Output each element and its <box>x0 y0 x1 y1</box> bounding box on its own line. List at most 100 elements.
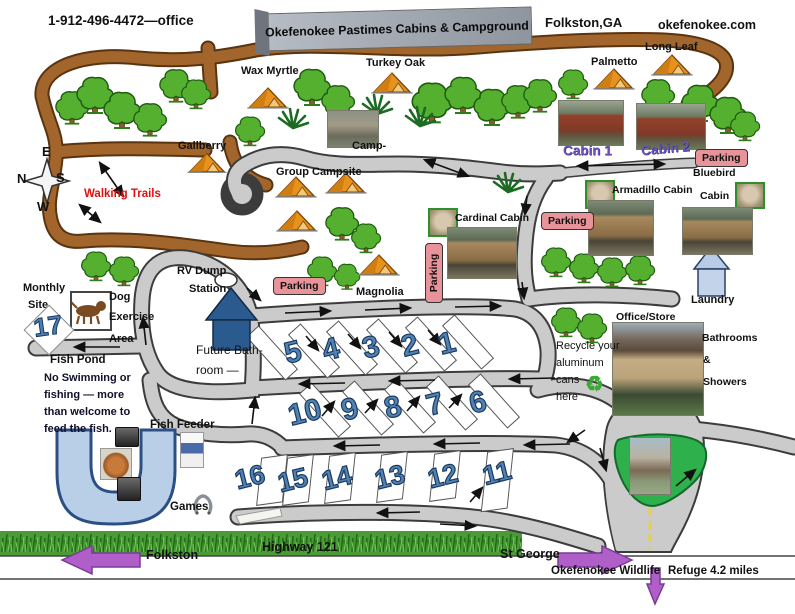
label-games: Games <box>170 501 209 513</box>
horseshoe-icon <box>193 494 213 515</box>
compass-north: N <box>17 171 27 186</box>
label-st-george-direction: St George <box>500 547 560 561</box>
fountain-photo <box>629 437 671 495</box>
tree-icon <box>350 223 382 254</box>
compass-south: S <box>56 170 65 185</box>
label-laundry: Laundry <box>691 294 735 306</box>
fish-pond-shape <box>55 428 177 526</box>
bluebird-cabin-photo <box>682 207 753 255</box>
st-george-direction-arrow <box>557 544 634 576</box>
folkston-direction-arrow <box>60 544 141 576</box>
cabin-2-photo <box>636 103 706 150</box>
no-swimming-line-4: feed the fish. <box>44 423 112 435</box>
fish-feeder-photo <box>115 427 139 447</box>
label-site: Site <box>28 299 49 311</box>
label-wax-myrtle: Wax Myrtle <box>241 65 299 77</box>
label-group-campsite: Group Campsite <box>276 166 362 178</box>
parking-badge-cabins: Parking <box>695 149 748 167</box>
tent-icon <box>592 68 636 90</box>
compass-east: E <box>42 144 51 159</box>
fish-feeder-sign-photo <box>180 432 204 468</box>
label-armadillo-cabin: Armadillo Cabin <box>612 184 693 196</box>
tree-icon <box>180 79 212 110</box>
fish-feeder-photo <box>117 477 141 501</box>
no-swimming-line-1: No Swimming or <box>44 372 131 384</box>
site-number-17: 17 <box>31 309 65 344</box>
label-rv-dump: RV Dump <box>177 265 227 277</box>
title-banner: Okefenokee Pastimes Cabins & Campground <box>261 6 533 52</box>
compass-rose-icon <box>22 156 72 206</box>
no-swimming-line-2: fishing — more <box>44 389 125 401</box>
label-cardinal-cabin: Cardinal Cabin <box>455 212 530 224</box>
bluebird-photo <box>735 182 765 209</box>
tent-icon <box>370 72 414 94</box>
tree-icon <box>568 253 600 284</box>
label-bluebird: Bluebird <box>693 167 736 179</box>
tent-icon <box>274 176 318 198</box>
cabin-1-photo <box>558 100 624 146</box>
label-future-bathroom-1: Future Bath- <box>196 343 263 357</box>
walking-trail <box>34 31 735 261</box>
tree-icon <box>729 111 761 142</box>
fish-food-photo <box>100 448 132 480</box>
label-exercise: Exercise <box>109 311 155 323</box>
tent-icon <box>650 54 694 76</box>
label-area: Area <box>109 333 134 345</box>
tent-icon <box>275 210 319 232</box>
city-label: Folkston,GA <box>545 15 623 30</box>
tent-icon <box>357 254 401 276</box>
label-showers: Showers <box>703 376 747 388</box>
parking-badge-armadillo: Parking <box>541 212 594 230</box>
dog-exercise-frame <box>70 291 112 331</box>
recycle-line-2: aluminum <box>556 357 604 369</box>
website-label: okefenokee.com <box>658 18 756 32</box>
armadillo-cabin-photo <box>588 200 654 256</box>
label-bathrooms: Bathrooms <box>702 332 758 344</box>
tree-icon <box>80 251 112 282</box>
label-turkey-oak: Turkey Oak <box>366 57 426 69</box>
tent-icon <box>246 87 290 109</box>
label-wildlife-refuge-1: Okefenokee Wildlife <box>551 565 661 577</box>
label-camp: Camp- <box>352 140 387 152</box>
label-cabin-1: Cabin 1 <box>563 143 612 158</box>
recycle-line-3: cans <box>556 374 580 386</box>
dog-icon <box>70 301 106 325</box>
label-long-leaf: Long Leaf <box>645 41 698 53</box>
recycle-icon: ♻ <box>585 373 604 396</box>
parking-badge-magnolia: Parking <box>273 277 326 295</box>
rv-dump-spot <box>214 272 238 288</box>
label-bluebird-cabin: Cabin <box>700 190 730 202</box>
label-folkston-direction: Folkston <box>146 548 199 562</box>
tree-icon <box>557 69 589 100</box>
cardinal-cabin-photo <box>447 227 517 279</box>
label-highway-121: Highway 121 <box>262 540 338 554</box>
tree-icon <box>624 255 656 286</box>
label-walking-trails: Walking Trails <box>84 188 161 200</box>
label-palmetto: Palmetto <box>591 56 638 68</box>
refuge-direction-arrow <box>645 567 666 606</box>
label-rv-station: Station <box>189 283 227 295</box>
label-magnolia: Magnolia <box>356 286 404 298</box>
label-ampersand: & <box>703 354 711 366</box>
parking-badge-cardinal: Parking <box>425 243 443 303</box>
label-future-bathroom-2: room — <box>196 363 239 377</box>
page-title: Okefenokee Pastimes Cabins & Campground <box>264 18 530 40</box>
label-office-store: Office/Store <box>616 311 676 323</box>
tree-icon <box>550 307 582 338</box>
recycle-line-4: here <box>556 391 579 403</box>
tree-icon <box>132 102 168 137</box>
traffic-arrows <box>72 158 697 531</box>
label-wildlife-refuge-2: Refuge 4.2 miles <box>668 565 759 577</box>
label-fish-pond: Fish Pond <box>50 354 106 366</box>
camp-photo <box>327 110 379 148</box>
laundry-icon <box>692 245 731 297</box>
office-store-photo <box>612 322 704 416</box>
palmetto-icon <box>277 107 310 130</box>
tree-icon <box>576 313 608 344</box>
future-bathroom-icon <box>204 286 259 351</box>
label-fish-feeder: Fish Feeder <box>150 419 215 431</box>
recycle-line-1: Recycle your <box>556 340 620 352</box>
no-swimming-line-3: than welcome to <box>44 406 131 418</box>
